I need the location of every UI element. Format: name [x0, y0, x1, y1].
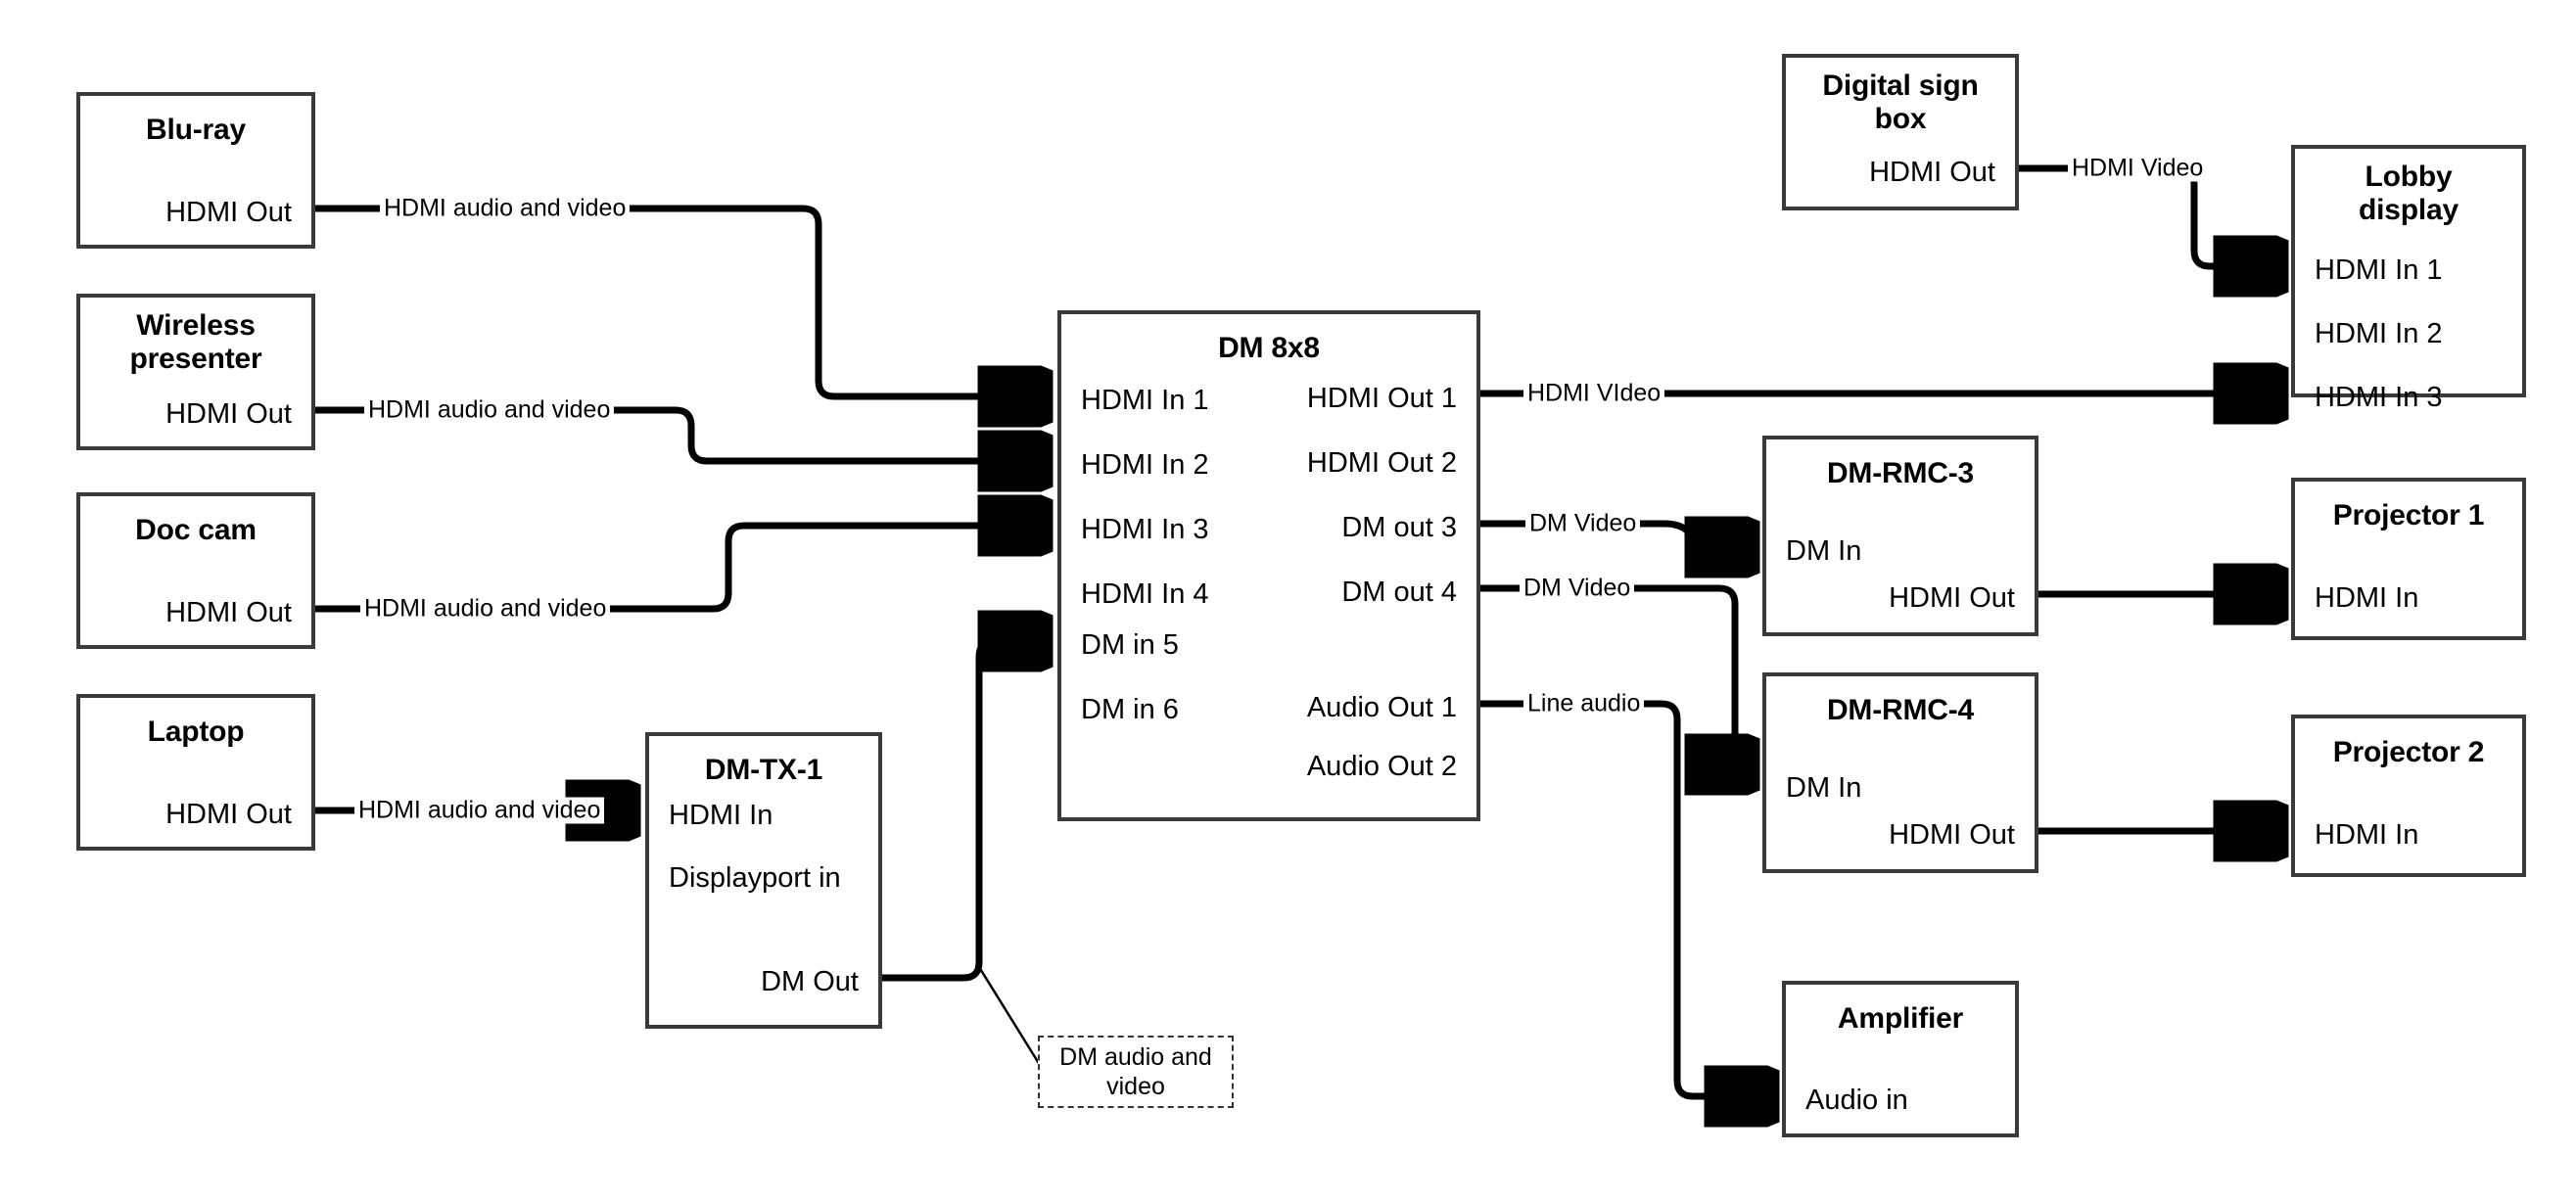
- wire-dmtx1-to-dm8x8-in5: [882, 641, 1048, 982]
- dm-tx-1-port-displayport-in: Displayport in: [669, 862, 841, 894]
- dm-8x8-output-hdmi-out-1: HDMI Out 1: [1306, 383, 1457, 414]
- wire-dm8x8-out3-to-rmc3: [1480, 524, 1755, 547]
- lobby-display-title-line2: display: [2359, 194, 2459, 226]
- dm-tx-1-port-hdmi-in: HDMI In: [669, 800, 773, 831]
- digital-sign-box-title-line1: Digital sign: [1822, 69, 1979, 102]
- device-wireless-presenter[interactable]: Wireless presenter HDMI Out: [76, 294, 315, 450]
- lobby-display-title-line1: Lobby: [2365, 161, 2453, 193]
- dm-tx-1-title: DM-TX-1: [704, 754, 823, 786]
- edge-label-bluray-to-in1: HDMI audio and video: [380, 195, 631, 222]
- device-digital-sign-box[interactable]: Digital sign box HDMI Out: [1782, 54, 2019, 210]
- edge-label-dmout3-to-rmc3: DM Video: [1525, 510, 1641, 537]
- laptop-title: Laptop: [147, 716, 245, 748]
- dm-8x8-title: DM 8x8: [1218, 332, 1320, 364]
- edge-label-wireless-to-in2: HDMI audio and video: [364, 396, 615, 424]
- edge-label-sign-to-lobby: HDMI Video: [2068, 155, 2208, 182]
- projector-2-port-hdmi-in: HDMI In: [2315, 819, 2419, 851]
- doc-cam-title: Doc cam: [135, 514, 257, 546]
- device-amplifier[interactable]: Amplifier Audio in: [1782, 981, 2019, 1137]
- dm-8x8-input-dm-in-6: DM in 6: [1081, 694, 1179, 725]
- dm-8x8-input-hdmi-in-4: HDMI In 4: [1081, 578, 1209, 610]
- digital-sign-box-title-line2: box: [1874, 103, 1927, 135]
- device-dm-8x8[interactable]: DM 8x8 HDMI In 1 HDMI In 2 HDMI In 3 HDM…: [1057, 310, 1480, 821]
- device-projector-2[interactable]: Projector 2 HDMI In: [2291, 715, 2526, 877]
- wire-dm8x8-audio1-to-amplifier: [1480, 700, 1774, 1096]
- wireless-presenter-title-line1: Wireless: [136, 309, 256, 342]
- dm-8x8-input-hdmi-in-2: HDMI In 2: [1081, 449, 1209, 481]
- dm-tx-1-port-dm-out: DM Out: [761, 966, 859, 997]
- dm-8x8-output-audio-out-2: Audio Out 2: [1306, 751, 1457, 782]
- device-doc-cam[interactable]: Doc cam HDMI Out: [76, 492, 315, 649]
- edge-label-laptop-to-dmtx1: HDMI audio and video: [354, 797, 605, 824]
- digital-sign-box-port-hdmi-out: HDMI Out: [1869, 157, 1995, 188]
- edge-label-audioout1-to-amp: Line audio: [1523, 690, 1645, 717]
- bluray-port-hdmi-out: HDMI Out: [165, 197, 292, 228]
- dm-8x8-output-dm-out-4: DM out 4: [1341, 577, 1457, 608]
- doc-cam-port-hdmi-out: HDMI Out: [165, 597, 292, 628]
- amplifier-title: Amplifier: [1837, 1002, 1964, 1035]
- dm-8x8-output-dm-out-3: DM out 3: [1341, 512, 1457, 543]
- projector-2-title: Projector 2: [2332, 736, 2485, 768]
- wire-dm8x8-out4-to-rmc4: [1480, 584, 1755, 764]
- wire-wireless-to-dm8x8-in2: [315, 406, 1048, 461]
- lobby-display-port-hdmi-in-1: HDMI In 1: [2315, 254, 2443, 286]
- wireless-presenter-port-hdmi-out: HDMI Out: [165, 398, 292, 430]
- projector-1-title: Projector 1: [2332, 499, 2485, 531]
- callout-leader-line: [977, 966, 1042, 1066]
- dm-rmc-3-port-dm-in: DM In: [1786, 535, 1862, 567]
- dm-8x8-input-hdmi-in-3: HDMI In 3: [1081, 514, 1209, 545]
- bluray-title: Blu-ray: [146, 114, 246, 146]
- dm-rmc-4-port-hdmi-out: HDMI Out: [1889, 819, 2015, 851]
- dm-rmc-4-title: DM-RMC-4: [1826, 694, 1975, 726]
- device-laptop[interactable]: Laptop HDMI Out: [76, 694, 315, 851]
- dm-8x8-output-hdmi-out-2: HDMI Out 2: [1306, 447, 1457, 479]
- laptop-port-hdmi-out: HDMI Out: [165, 799, 292, 830]
- device-dm-rmc-3[interactable]: DM-RMC-3 DM In HDMI Out: [1762, 436, 2038, 636]
- edge-label-doccam-to-in3: HDMI audio and video: [360, 595, 611, 623]
- wireless-presenter-title-line2: presenter: [129, 343, 262, 375]
- projector-1-port-hdmi-in: HDMI In: [2315, 582, 2419, 614]
- dm-8x8-input-dm-in-5: DM in 5: [1081, 629, 1179, 661]
- device-bluray[interactable]: Blu-ray HDMI Out: [76, 92, 315, 249]
- device-dm-rmc-4[interactable]: DM-RMC-4 DM In HDMI Out: [1762, 672, 2038, 873]
- lobby-display-port-hdmi-in-3: HDMI In 3: [2315, 382, 2443, 413]
- dm-rmc-3-title: DM-RMC-3: [1826, 457, 1975, 489]
- device-dm-tx-1[interactable]: DM-TX-1 HDMI In Displayport in DM Out: [645, 732, 882, 1029]
- edge-label-hdmiout1-to-lobby: HDMI VIdeo: [1523, 380, 1665, 407]
- device-projector-1[interactable]: Projector 1 HDMI In: [2291, 478, 2526, 640]
- wire-doccam-to-dm8x8-in3: [315, 526, 1048, 613]
- dm-8x8-output-audio-out-1: Audio Out 1: [1306, 692, 1457, 723]
- edge-label-dmout4-to-rmc4: DM Video: [1520, 575, 1635, 602]
- callout-dm-audio-and-video: DM audio and video: [1038, 1036, 1234, 1108]
- wire-sign-to-lobby-in1: [2019, 164, 2283, 266]
- dm-rmc-3-port-hdmi-out: HDMI Out: [1889, 582, 2015, 614]
- lobby-display-port-hdmi-in-2: HDMI In 2: [2315, 318, 2443, 349]
- device-lobby-display[interactable]: Lobby display HDMI In 1 HDMI In 2 HDMI I…: [2291, 145, 2526, 413]
- dm-8x8-input-hdmi-in-1: HDMI In 1: [1081, 385, 1209, 416]
- wire-bluray-to-dm8x8-in1: [315, 205, 1048, 396]
- amplifier-port-audio-in: Audio in: [1805, 1085, 1908, 1116]
- dm-rmc-4-port-dm-in: DM In: [1786, 772, 1862, 804]
